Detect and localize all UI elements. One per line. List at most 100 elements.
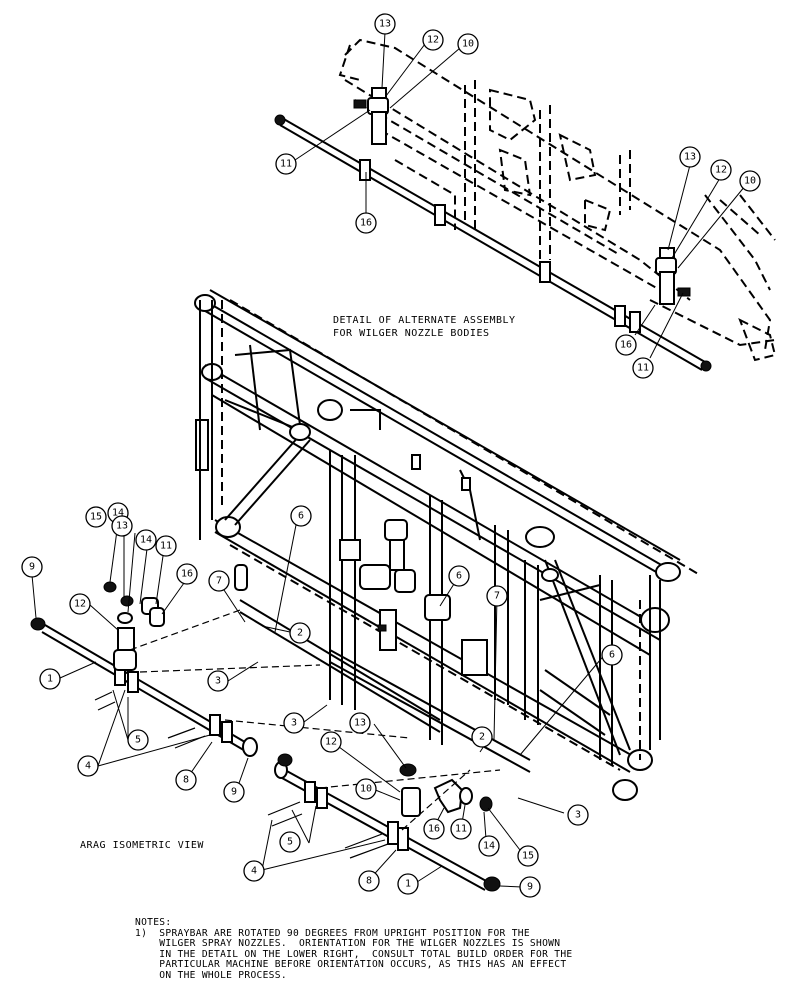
svg-text:7: 7	[494, 591, 500, 602]
svg-text:12: 12	[325, 737, 337, 748]
boom-frame	[194, 289, 701, 801]
callout-bubble: 6	[601, 644, 623, 666]
svg-text:10: 10	[744, 176, 756, 187]
svg-text:2: 2	[297, 628, 303, 639]
callout-bubble: 14	[478, 835, 500, 857]
detail-title-line-2: FOR WILGER NOZZLE BODIES	[333, 328, 490, 339]
callout-bubble: 16	[423, 818, 445, 840]
callout-bubble: 2	[289, 622, 311, 644]
svg-text:5: 5	[287, 837, 293, 848]
svg-text:16: 16	[181, 569, 193, 580]
callout-bubble: 14	[135, 529, 157, 551]
notes-block: NOTES:1) SPRAYBAR ARE ROTATED 90 DEGREES…	[135, 917, 655, 982]
callout-bubble: 7	[208, 570, 230, 592]
callout-bubble: 3	[567, 804, 589, 826]
svg-text:10: 10	[360, 784, 372, 795]
callout-bubble: 3	[283, 712, 305, 734]
callout-bubble: 7	[486, 585, 508, 607]
svg-text:16: 16	[360, 218, 372, 229]
callout-bubble: 15	[85, 506, 107, 528]
svg-text:7: 7	[216, 576, 222, 587]
callout-bubble: 4	[243, 860, 265, 882]
svg-text:4: 4	[251, 866, 257, 877]
svg-text:6: 6	[609, 650, 615, 661]
svg-text:3: 3	[575, 810, 581, 821]
notes-line: ON THE WHOLE PROCESS.	[135, 969, 287, 981]
svg-text:4: 4	[85, 761, 91, 772]
svg-text:6: 6	[298, 511, 304, 522]
svg-text:14: 14	[140, 535, 152, 546]
svg-text:8: 8	[366, 876, 372, 887]
callout-bubble: 10	[355, 778, 377, 800]
svg-text:3: 3	[215, 676, 221, 687]
svg-text:13: 13	[379, 19, 391, 30]
left-spraybar	[30, 581, 258, 757]
svg-text:9: 9	[29, 562, 35, 573]
svg-text:12: 12	[427, 35, 439, 46]
callout-bubble: 16	[615, 334, 637, 356]
svg-text:14: 14	[112, 508, 124, 519]
notes-line: 1) SPRAYBAR ARE ROTATED 90 DEGREES FROM …	[135, 927, 530, 939]
svg-text:9: 9	[527, 882, 533, 893]
svg-text:11: 11	[280, 159, 292, 170]
callout-bubble: 13	[349, 712, 371, 734]
svg-text:1: 1	[47, 674, 53, 685]
callout-bubble: 13	[111, 515, 133, 537]
svg-text:8: 8	[183, 775, 189, 786]
svg-text:9: 9	[231, 787, 237, 798]
svg-text:15: 15	[522, 851, 534, 862]
callout-bubble: 12	[320, 731, 342, 753]
svg-text:16: 16	[620, 340, 632, 351]
notes-heading: NOTES:	[135, 917, 172, 928]
view-label: ARAG ISOMETRIC VIEW	[80, 840, 204, 851]
callout-bubble: 1	[39, 668, 61, 690]
svg-text:2: 2	[479, 732, 485, 743]
callout-bubble: 9	[21, 556, 43, 578]
callout-bubble: 11	[632, 357, 654, 379]
callout-bubble: 16	[176, 563, 198, 585]
svg-text:12: 12	[74, 599, 86, 610]
callout-bubble: 1	[397, 873, 419, 895]
svg-text:11: 11	[160, 541, 172, 552]
svg-text:6: 6	[456, 571, 462, 582]
svg-text:14: 14	[483, 841, 495, 852]
callout-bubble: 12	[710, 159, 732, 181]
callout-bubble: 16	[355, 212, 377, 234]
svg-text:13: 13	[116, 521, 128, 532]
svg-text:13: 13	[354, 718, 366, 729]
leader-lines	[31, 31, 746, 888]
callout-bubble: 2	[471, 726, 493, 748]
svg-text:1: 1	[405, 879, 411, 890]
detail-nozzle-body-upper	[353, 87, 389, 145]
svg-text:11: 11	[455, 824, 467, 835]
notes-line: PARTICULAR MACHINE BEFORE ORIENTATION OC…	[135, 959, 567, 971]
detail-title-line-1: DETAIL OF ALTERNATE ASSEMBLY	[333, 315, 516, 326]
callout-bubble: 11	[275, 153, 297, 175]
svg-text:13: 13	[684, 152, 696, 163]
notes-line: WILGER SPRAY NOZZLES. ORIENTATION FOR TH…	[135, 938, 561, 950]
svg-text:3: 3	[291, 718, 297, 729]
callout-bubble: 13	[679, 146, 701, 168]
callout-bubble: 8	[175, 769, 197, 791]
callout-bubble: 12	[422, 29, 444, 51]
callout-bubble: 10	[457, 33, 479, 55]
svg-text:16: 16	[428, 824, 440, 835]
callout-bubble: 5	[279, 831, 301, 853]
detail-frame-dashed	[338, 38, 777, 362]
svg-text:5: 5	[135, 735, 141, 746]
callout-bubble: 11	[450, 818, 472, 840]
assembly-lines	[129, 609, 501, 831]
callout-bubbles: 13 12 10 11 16 13 12 10 16 11 14 15 14 1…	[21, 13, 761, 898]
callout-bubble: 10	[739, 170, 761, 192]
callout-bubble: 9	[223, 781, 245, 803]
svg-text:10: 10	[462, 39, 474, 50]
callout-bubble: 8	[358, 870, 380, 892]
svg-text:11: 11	[637, 363, 649, 374]
callout-bubble: 6	[290, 505, 312, 527]
callout-bubble: 9	[519, 876, 541, 898]
callout-bubble: 11	[155, 535, 177, 557]
callout-bubble: 12	[69, 593, 91, 615]
detail-assembly: DETAIL OF ALTERNATE ASSEMBLY FOR WILGER …	[274, 38, 777, 372]
